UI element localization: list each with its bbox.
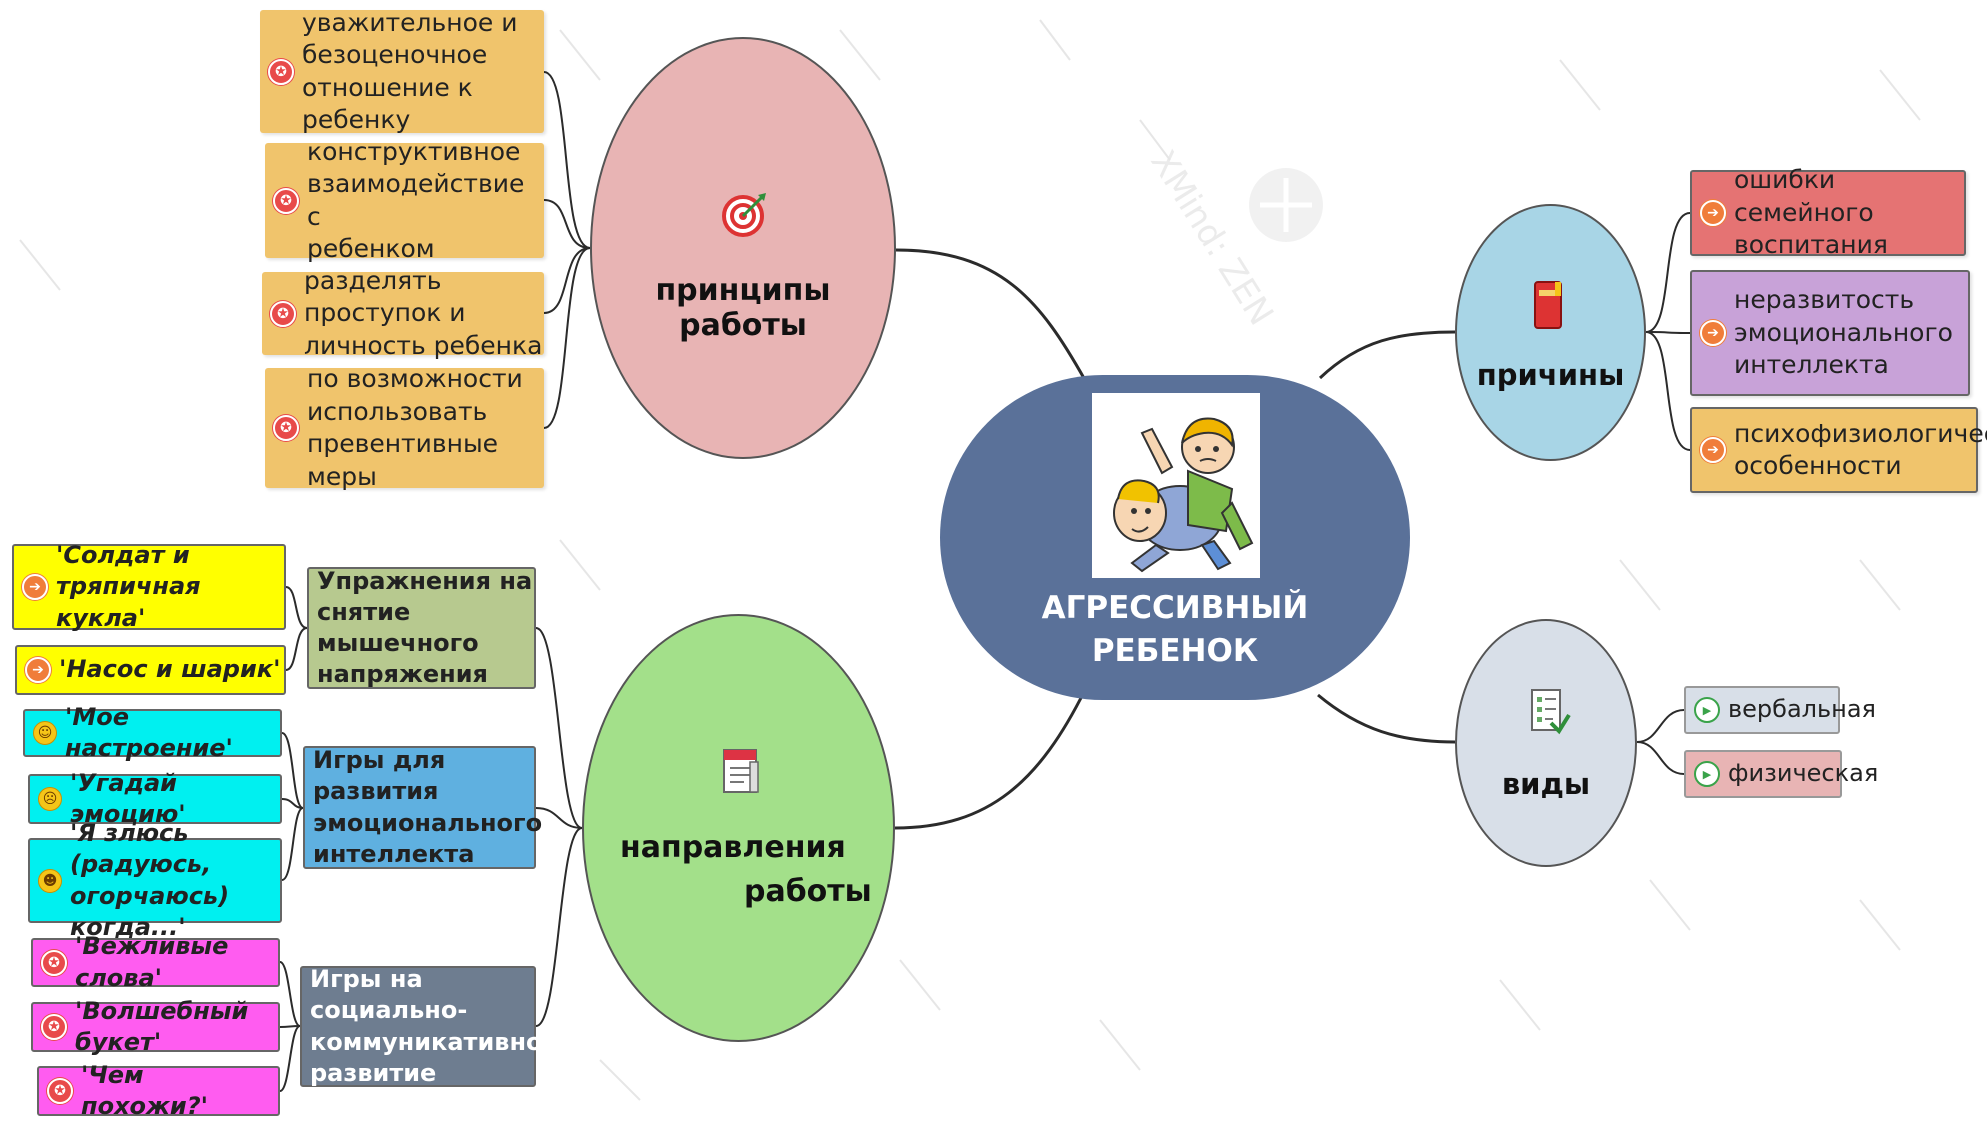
game-item[interactable]: ☹ 'Угадай эмоцию'	[28, 769, 282, 828]
causes-label: причины	[1476, 358, 1625, 392]
category-emotional-intelligence[interactable]: Игры для развития эмоционального интелле…	[303, 746, 542, 869]
laugh-face-icon: ☻	[38, 868, 62, 893]
cause-item[interactable]: ➔ неразвитость эмоционального интеллекта	[1690, 270, 1970, 396]
priority-icon: ✪	[41, 949, 67, 976]
priority-icon: ✪	[273, 415, 299, 441]
principle-item[interactable]: ✪ уважительное и безоценочное отношение …	[260, 8, 544, 134]
central-title: АГРЕССИВНЫЙ РЕБЕНОК	[1041, 590, 1309, 670]
arrow-icon: ➔	[22, 574, 48, 600]
node-principles[interactable]: принципы работы	[590, 37, 896, 459]
target-icon	[722, 191, 768, 237]
types-label: виды	[1501, 767, 1591, 801]
game-item[interactable]: ✪ 'Чем похожи?'	[37, 1061, 280, 1120]
node-causes[interactable]: причины	[1455, 204, 1646, 461]
cause-item[interactable]: ➔ ошибки семейного воспитания	[1690, 165, 1966, 259]
central-picture	[1092, 393, 1260, 578]
game-item[interactable]: ➔ 'Насос и шарик'	[15, 645, 286, 695]
priority-icon: ✪	[47, 1078, 73, 1104]
memo-icon	[722, 748, 762, 796]
smile-face-icon: ☺	[33, 721, 57, 745]
watermark: XMind: ZEN	[1142, 144, 1323, 333]
checklist-icon	[1529, 687, 1571, 737]
principle-item[interactable]: ✪ конструктивное взаимодействие с ребенк…	[265, 137, 544, 263]
arrow-icon: ➔	[1700, 437, 1726, 463]
priority-icon: ✪	[270, 300, 296, 327]
type-item-physical[interactable]: ▶ физическая	[1684, 750, 1878, 798]
principles-connectors	[543, 71, 591, 429]
causes-connectors	[1645, 212, 1691, 451]
central-topic[interactable]: АГРЕССИВНЫЙ РЕБЕНОК	[940, 375, 1410, 700]
priority-icon: ✪	[41, 1014, 67, 1040]
main-connectors	[894, 248, 1456, 830]
arrow-icon: ➔	[1700, 200, 1726, 226]
principle-item[interactable]: ✪ по возможности использовать превентивн…	[265, 364, 544, 491]
game-item[interactable]: ➔ 'Солдат и тряпичная кукла'	[12, 541, 286, 632]
node-directions[interactable]: направления работы	[582, 614, 895, 1042]
priority-icon: ✪	[273, 187, 299, 214]
principles-label: принципы работы	[655, 273, 831, 343]
principle-item[interactable]: ✪ разделять проступок и личность ребенка	[262, 266, 544, 360]
priority-icon: ✪	[268, 58, 294, 85]
types-connectors	[1636, 709, 1685, 775]
category-social-communicative[interactable]: Игры на социально- коммуникативное разви…	[300, 965, 559, 1087]
arrow-icon: ➔	[25, 657, 51, 683]
directions-label-line2: работы	[744, 874, 872, 909]
node-types[interactable]: виды	[1455, 619, 1637, 867]
svg-text:XMind: ZEN: XMind: ZEN	[1142, 144, 1281, 333]
cause-item[interactable]: ➔ психофизиологические особенности	[1690, 407, 1987, 493]
play-icon: ▶	[1694, 697, 1720, 723]
category-muscle-relaxation[interactable]: Упражнения на снятие мышечного напряжени…	[307, 567, 536, 689]
game-item[interactable]: ✪ 'Волшебный букет'	[31, 997, 280, 1056]
type-item-verbal[interactable]: ▶ вербальная	[1684, 686, 1876, 734]
game-item[interactable]: ☺ 'Мое настроение'	[23, 703, 282, 762]
surprised-face-icon: ☹	[38, 787, 62, 811]
book-icon	[1533, 280, 1565, 332]
directions-label-line1: направления	[620, 830, 846, 865]
game-item[interactable]: ✪ 'Вежливые слова'	[31, 932, 280, 992]
play-icon: ▶	[1694, 761, 1720, 787]
game-item[interactable]: ☻ 'Я злюсь (радуюсь, огорчаюсь) когда...…	[28, 819, 282, 941]
directions-connectors	[279, 586, 583, 1092]
arrow-icon: ➔	[1700, 320, 1726, 346]
